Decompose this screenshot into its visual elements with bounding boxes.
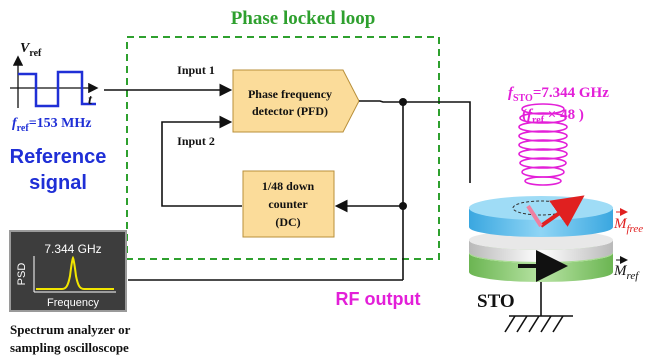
input2-label: Input 2 [177, 134, 215, 148]
m-ref-label: Mref [613, 263, 640, 282]
ground-symbol [504, 282, 573, 333]
spectrum-caption-line2: sampling oscilloscope [10, 340, 129, 355]
dc-label-line2: counter [268, 197, 308, 211]
f-sto-label: fSTO=7.344 GHz [508, 85, 609, 104]
f-ref-label: fref=153 MHz [12, 116, 92, 134]
pfd-block [232, 69, 360, 133]
free-precession-arrow [526, 204, 543, 228]
pll-title: Phase locked loop [231, 8, 376, 29]
spectrum-caption-line1: Spectrum analyzer or [10, 322, 131, 337]
pfd-label-line1: Phase frequency [248, 87, 332, 101]
spectrum-screen [9, 230, 127, 312]
junction-top [399, 98, 407, 106]
spectrum-freq-label: 7.344 GHz [44, 242, 101, 256]
reference-label-line1: Reference [10, 146, 107, 168]
dc-label-line3: (DC) [275, 215, 300, 229]
pll-boundary [126, 36, 440, 260]
rf-output-label: RF output [336, 289, 421, 309]
spectrum-trace [36, 255, 114, 290]
sto-label: STO [477, 291, 515, 312]
dc-label-line1: 1/48 down [262, 179, 315, 193]
v-ref-label: Vref [20, 41, 42, 59]
input1-label: Input 1 [177, 63, 215, 77]
free-magnetization-arrow [539, 195, 585, 228]
dc-block [242, 170, 335, 238]
t-label: t [88, 93, 93, 108]
pfd-label-line2: detector (PFD) [252, 104, 328, 118]
spectrum-x-label: Frequency [47, 297, 99, 309]
spectrum-y-label: PSD [16, 263, 28, 286]
rf-emission-spiral [518, 103, 568, 186]
feedback-wire [161, 115, 242, 207]
junction-bottom [399, 202, 407, 210]
m-free-label: Mfree [613, 216, 643, 235]
pfd-output-wire [359, 100, 471, 183]
reference-label-line2: signal [29, 172, 87, 194]
reference-waveform [10, 55, 99, 108]
